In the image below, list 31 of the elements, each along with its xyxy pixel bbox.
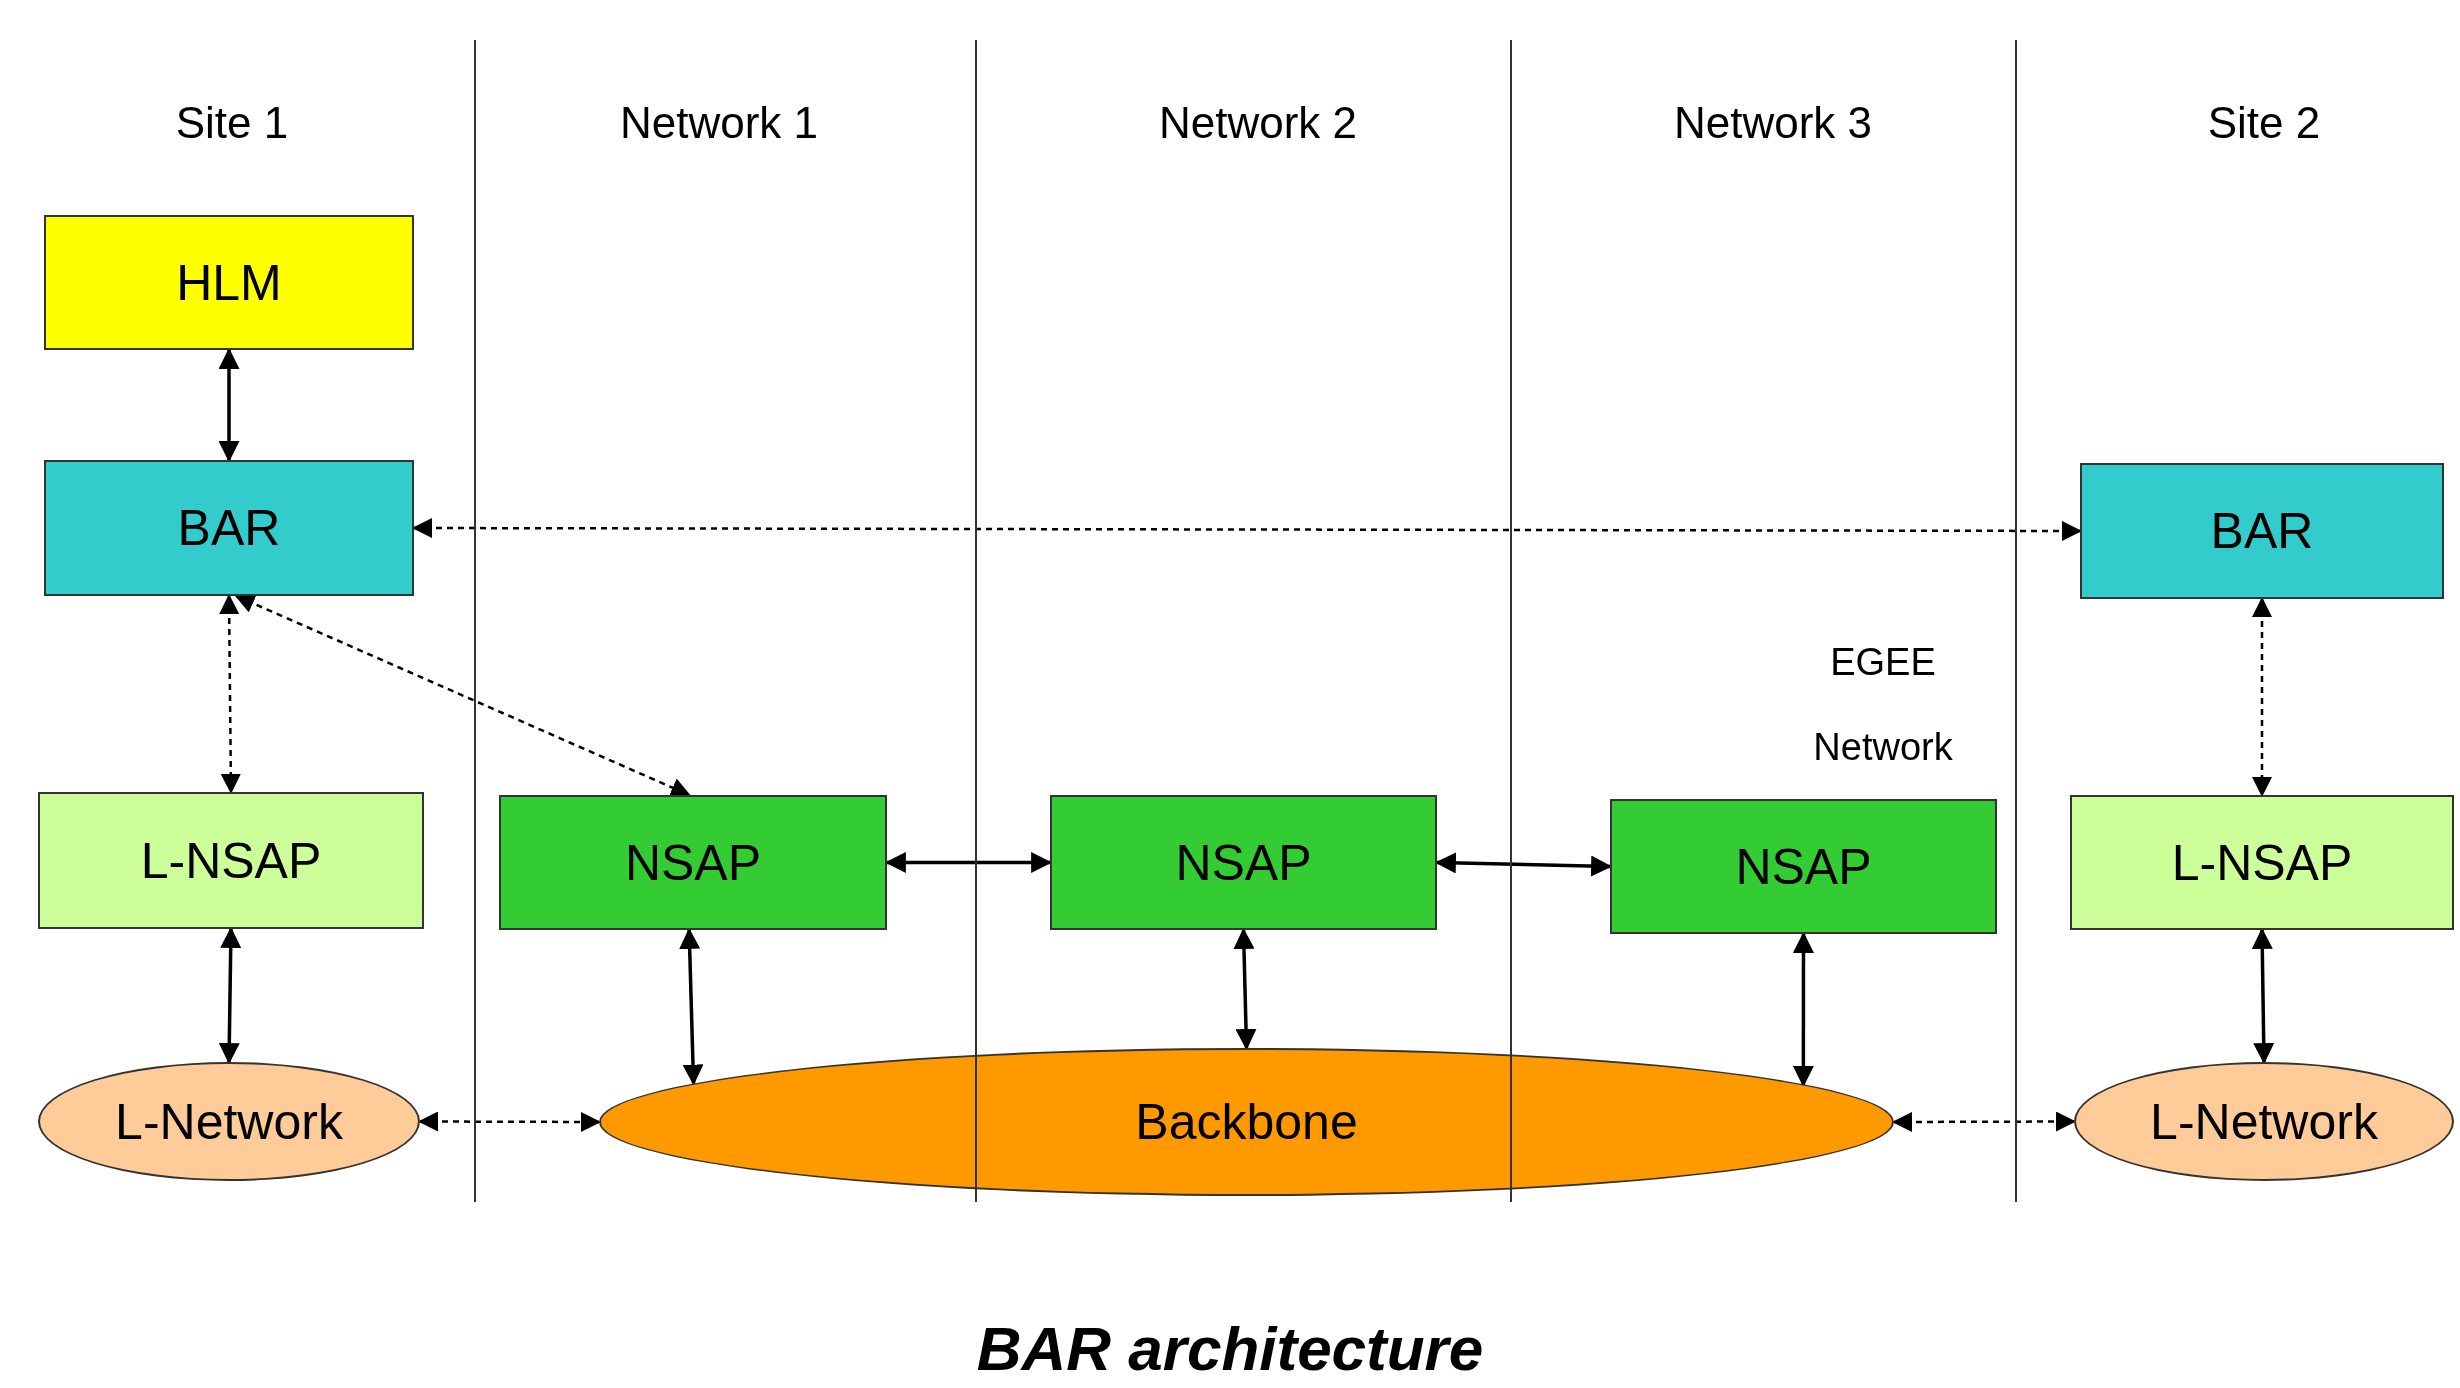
component-box [1050, 795, 1437, 930]
node-label: NSAP [1175, 837, 1312, 888]
node-label: L-Network [2150, 1096, 2378, 1147]
node-label: L-NSAP [140, 835, 322, 886]
column-header: Network 1 [618, 97, 820, 149]
node-label: NSAP [624, 837, 762, 888]
network-note: EGEE Network [1812, 640, 1954, 770]
node-label: NSAP [1735, 841, 1872, 892]
component-box [1610, 799, 1997, 934]
component-box [44, 215, 414, 350]
node-label: HLM [176, 257, 282, 308]
node-label: L-NSAP [2171, 837, 2353, 888]
node-label: BAR [2210, 506, 2314, 556]
component-box [499, 795, 887, 930]
column-header: Network 3 [1672, 97, 1874, 149]
node-label: Backbone [1135, 1097, 1358, 1147]
component-box [38, 792, 424, 929]
dashed-arrow [1892, 1111, 2076, 1132]
caption: BAR architecture [975, 1318, 1485, 1380]
column-header: Site 2 [2206, 97, 2322, 149]
component-box [2080, 463, 2444, 599]
component-box [44, 460, 414, 596]
column-header: Network 2 [1157, 97, 1359, 149]
node-label: BAR [177, 503, 281, 553]
component-box [2070, 795, 2454, 930]
column-header: Site 1 [174, 97, 290, 149]
dashed-arrow [418, 1111, 601, 1132]
dashed-arrow [234, 594, 691, 797]
dashed-arrow [219, 594, 241, 794]
dashed-arrow [2252, 597, 2272, 797]
node-label: L-Network [115, 1096, 343, 1147]
